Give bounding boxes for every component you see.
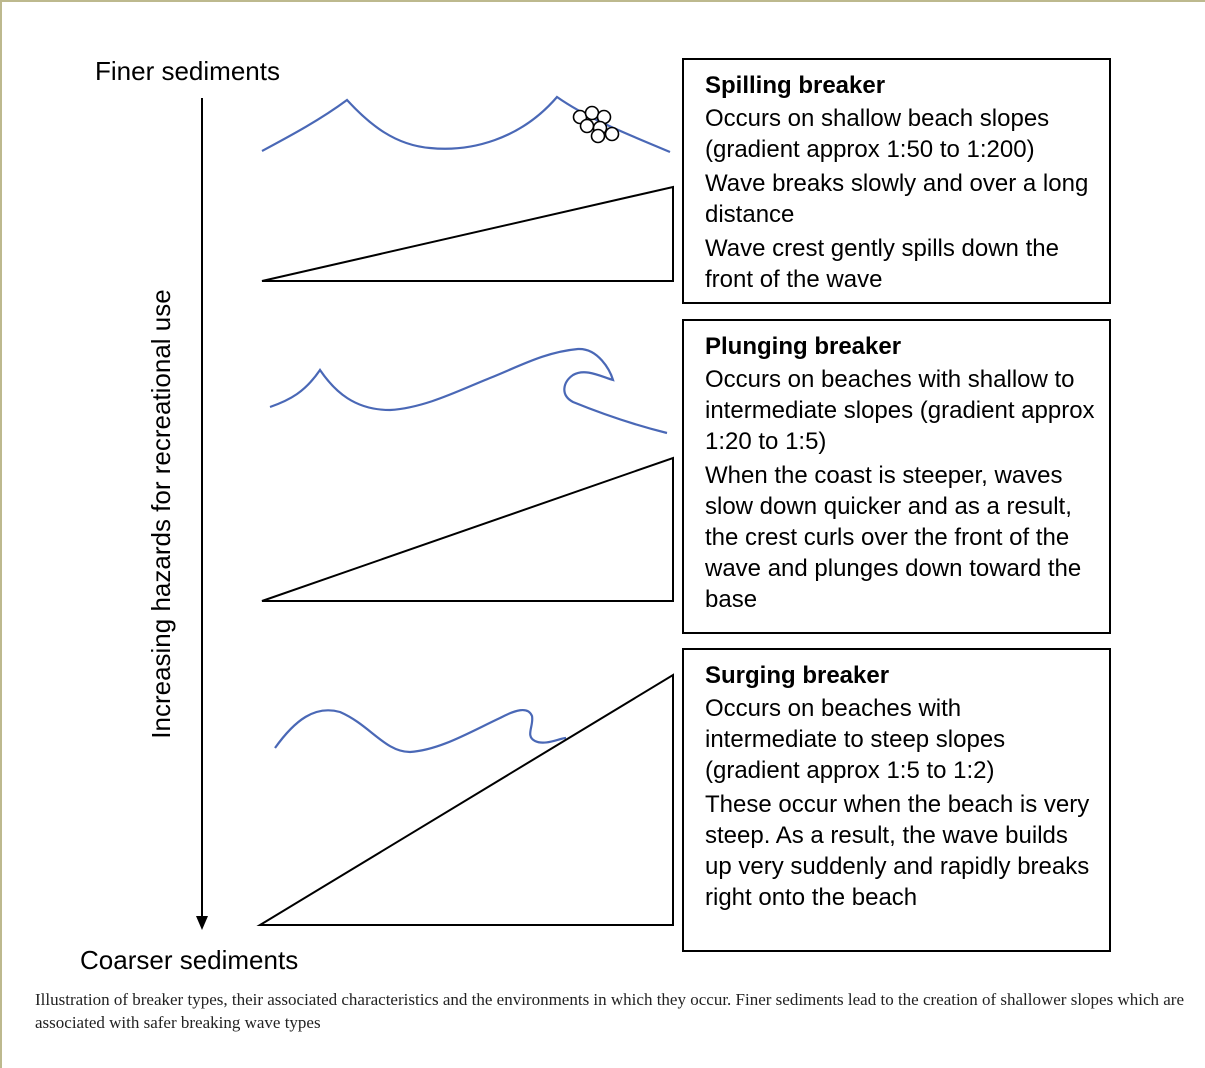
plunging-beach-slope — [261, 456, 674, 602]
spilling-wave — [261, 95, 671, 154]
figure-caption: Illustration of breaker types, their ass… — [35, 990, 1185, 1032]
surging-breaker-text: These occur when the beach is very steep… — [705, 791, 1090, 911]
spilling-breaker-text: Wave breaks slowly and over a long dista… — [705, 170, 1089, 228]
plunging-wave — [269, 347, 668, 435]
coarser-sediments-label: Coarser sediments — [80, 945, 299, 975]
plunging-breaker-title: Plunging breaker — [705, 333, 902, 360]
surging-breaker-box: Surging breaker Occurs on beaches with i… — [682, 648, 1111, 952]
surging-breaker-text: Occurs on beaches with intermediate to s… — [705, 695, 1006, 784]
hazard-arrow-head — [196, 916, 208, 930]
spilling-foam-bubbles — [572, 105, 620, 144]
spilling-breaker-text: Occurs on shallow beach slopes (gradient… — [705, 105, 1050, 163]
spilling-beach-slope — [261, 185, 674, 282]
surging-wave — [274, 709, 567, 754]
plunging-breaker-text: When the coast is steeper, waves slow do… — [705, 462, 1082, 613]
plunging-breaker-box: Plunging breaker Occurs on beaches with … — [682, 319, 1111, 634]
spilling-breaker-title: Spilling breaker — [705, 72, 886, 99]
surging-breaker-title: Surging breaker — [705, 662, 890, 689]
spilling-breaker-box: Spilling breaker Occurs on shallow beach… — [682, 58, 1111, 304]
surging-beach-slope — [256, 673, 674, 926]
finer-sediments-label: Finer sediments — [95, 56, 280, 86]
hazard-axis-label: Increasing hazards for recreational use — [146, 289, 176, 739]
plunging-breaker-text: Occurs on beaches with shallow to interm… — [705, 366, 1095, 455]
spilling-breaker-text: Wave crest gently spills down the front … — [705, 235, 1059, 293]
